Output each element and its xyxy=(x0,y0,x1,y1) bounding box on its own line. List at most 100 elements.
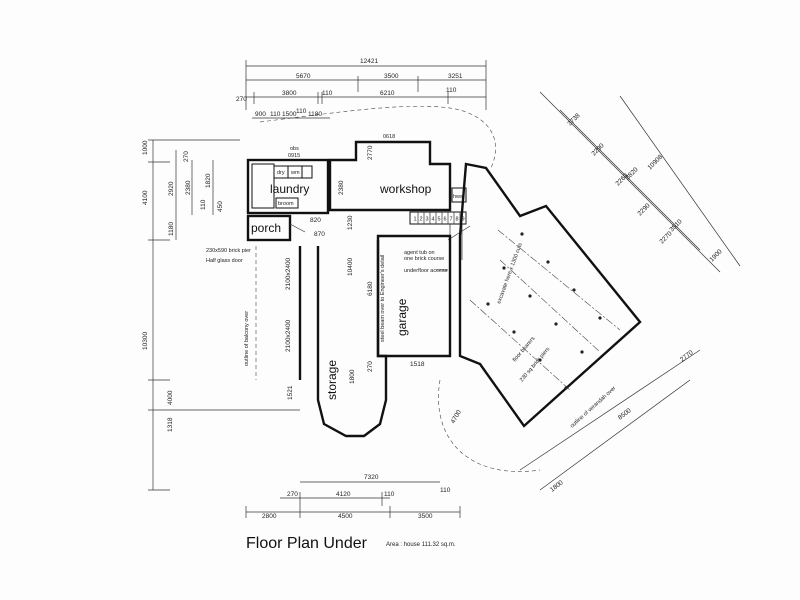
dim-left-a: 1000 xyxy=(142,140,149,155)
excavate-note: excavate here x 1300 cuts xyxy=(496,242,524,305)
dim-door-2100x2400-b: 2100x2400 xyxy=(285,319,292,352)
left-dimensions: 1000 4100 10300 4000 1318 270 2920 1820 … xyxy=(142,139,300,491)
dim-top-row4-a: 900 xyxy=(255,111,266,118)
dim-diag-4700: 4700 xyxy=(450,409,463,425)
obs-label: obs xyxy=(290,146,299,152)
window-0618: 0618 xyxy=(383,134,395,140)
brick-pier-marker xyxy=(512,330,516,334)
stair-tread-number: 3 xyxy=(426,217,429,223)
brick-pier-marker xyxy=(538,358,542,362)
obs-window-size: 0915 xyxy=(288,153,300,159)
dim-garage-10400: 10400 xyxy=(347,258,354,276)
dim-top-row3-a: 270 xyxy=(236,96,247,103)
stair-tread-number: 8 xyxy=(456,217,459,223)
workshop-room: workshop 0618 hws 2380 2770 xyxy=(328,134,467,212)
dim-diag-2770: 2770 xyxy=(679,349,695,364)
verandah-outline-top xyxy=(259,105,496,171)
dim-left-e: 1318 xyxy=(167,417,174,432)
dim-top-row4-d: 110 xyxy=(296,108,307,115)
dim-diag-8500: 8500 xyxy=(617,407,633,422)
dim-workshop-2380: 2380 xyxy=(338,180,345,195)
dim-diag-10908: 10908 xyxy=(646,153,664,171)
stair-tread-number: 5 xyxy=(438,217,441,223)
dim-workshop-2770: 2770 xyxy=(367,145,374,160)
broom-cupboard-label: broom xyxy=(278,201,294,207)
bottom-dimensions: 7320 270 4120 110 2800 4500 3500 110 xyxy=(245,474,461,520)
brick-pier-marker xyxy=(486,302,490,306)
dim-left-inner-f: 450 xyxy=(217,201,224,212)
washing-machine-label: wm xyxy=(290,170,300,176)
brick-pier-marker xyxy=(564,386,568,390)
diagonal-dimensions-upper: 3738 2290 2260 2290 2270 10908 3820 3510… xyxy=(539,91,741,273)
rotated-deck-wing: floor bearers 230 sq brick piers excavat… xyxy=(438,162,642,472)
stair-tread-number: 2 xyxy=(420,217,423,223)
dim-garage-1230: 1230 xyxy=(347,215,354,230)
dim-top-row3-e: 110 xyxy=(446,87,457,94)
dim-garage-1518: 1518 xyxy=(410,361,425,368)
dim-diag-3738: 3738 xyxy=(566,112,581,127)
brick-pier-marker xyxy=(520,232,524,236)
brick-pier-marker xyxy=(598,316,602,320)
dim-bottom-row2-c: 110 xyxy=(384,491,395,498)
dim-top-row4-e: 1180 xyxy=(308,111,322,118)
dim-bottom-row3-c: 3500 xyxy=(418,513,433,520)
dim-left-d: 4000 xyxy=(167,390,174,405)
dim-porch-870: 870 xyxy=(314,231,325,238)
dim-left-inner-c: 1820 xyxy=(205,173,212,188)
dryer-label: dry xyxy=(277,170,285,176)
laundry-label: laundry xyxy=(270,182,309,196)
dim-top-row4-c: 1500 xyxy=(282,111,297,118)
brick-pier-marker xyxy=(580,350,584,354)
verandah-outline-curve xyxy=(438,379,541,472)
dim-top-row3-c: 110 xyxy=(322,90,333,97)
dim-door-2100x2400-a: 2100x2400 xyxy=(285,257,292,290)
brick-pier-note: 230x590 brick pier xyxy=(206,248,251,254)
porch: porch 230x590 brick pier Half glass door… xyxy=(206,214,325,264)
brick-course-note: one brick course xyxy=(404,256,444,262)
stair-tread-number: 4 xyxy=(432,217,435,223)
dim-storage-1521: 1521 xyxy=(287,385,294,400)
workshop-label: workshop xyxy=(379,182,432,196)
area-note: Area : house 111.32 sq.m. xyxy=(386,542,456,548)
dim-bottom-row2-a: 270 xyxy=(287,491,298,498)
dim-top-row3-b: 3800 xyxy=(282,90,297,97)
dim-left-inner-g: 1180 xyxy=(168,222,175,236)
dim-bottom-row1: 7320 xyxy=(364,474,379,481)
dim-left-b: 4100 xyxy=(142,190,149,205)
dim-bottom-row2-b: 4120 xyxy=(336,491,351,498)
dim-storage-1800: 1800 xyxy=(349,369,356,384)
dim-left-inner-e: 110 xyxy=(200,199,207,210)
dim-porch-820: 820 xyxy=(310,217,321,224)
brick-pier-marker xyxy=(546,260,550,264)
brick-pier-marker xyxy=(554,322,558,326)
dim-top-row3-d: 6210 xyxy=(380,90,395,97)
dim-diag-2290a: 2290 xyxy=(590,142,605,157)
dim-storage-270: 270 xyxy=(367,361,374,372)
dim-bottom-right: 110 xyxy=(440,487,451,494)
storage-label: storage xyxy=(325,360,339,400)
dim-diag-3820: 3820 xyxy=(624,166,639,181)
garage-room: garage steel beam over to Engineer's det… xyxy=(347,215,452,368)
dim-top-row2-a: 5670 xyxy=(296,73,311,80)
agent-tub-note: agent tub on xyxy=(404,250,435,256)
dim-bottom-row3-a: 2800 xyxy=(262,513,277,520)
dim-diag-1800b: 1800 xyxy=(549,479,565,494)
dim-overall: 12421 xyxy=(360,58,378,65)
stair-tread-number: 6 xyxy=(444,217,447,223)
dim-garage-6180: 6180 xyxy=(367,281,374,296)
drawing-title: Floor Plan Under xyxy=(246,535,368,552)
verandah-outline-note: outline of verandah over xyxy=(569,385,617,429)
dim-left-inner-d: 2380 xyxy=(185,180,192,195)
steel-beam-note: steel beam over to Engineer's detail xyxy=(380,255,386,342)
glass-door-note: Half glass door xyxy=(206,258,243,264)
stair-tread-number: 1 xyxy=(414,217,417,223)
stair-tread-number: 9 xyxy=(462,217,465,223)
laundry-room: dry wm broom laundry obs 0915 xyxy=(246,146,330,215)
dim-diag-3510: 3510 xyxy=(668,218,683,233)
dim-top-row4-b: 110 xyxy=(270,111,281,118)
brick-pier-marker xyxy=(528,294,532,298)
dim-left-inner-a: 270 xyxy=(183,151,190,162)
floor-bearers-note: floor bearers xyxy=(512,336,537,364)
